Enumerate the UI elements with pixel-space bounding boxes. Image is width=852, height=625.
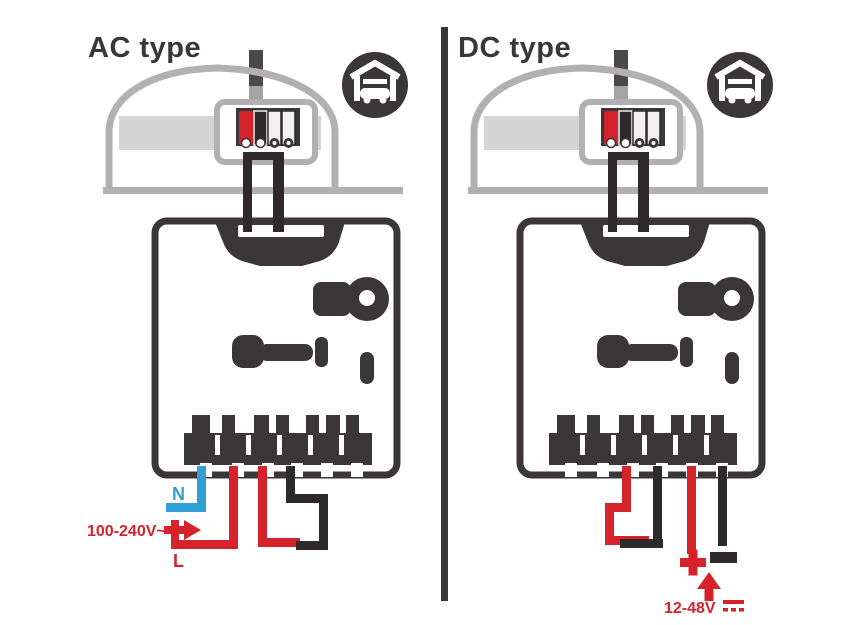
bridge-wire-red [258, 466, 300, 547]
bridge-wire-black [286, 466, 328, 550]
panel-ac: AC type N 100-240V~ L [87, 32, 408, 571]
dc-symbol-icon [723, 600, 744, 612]
panel-ac-title: AC type [88, 32, 201, 64]
dc-bridge-wire-black [620, 466, 663, 548]
line-label: L [173, 551, 184, 571]
dc-positive-wire [687, 466, 696, 554]
panel-divider [441, 27, 448, 601]
neutral-wire [166, 466, 206, 512]
panel-dc: DC type 12-48V [458, 32, 773, 617]
neutral-label: N [172, 484, 185, 504]
dc-negative-wire [718, 466, 727, 546]
negative-terminal-symbol [710, 552, 737, 563]
panel-dc-title: DC type [458, 32, 571, 64]
ac-supply-arrow-icon [164, 520, 201, 540]
dc-voltage-label: 12-48V [664, 600, 716, 617]
ac-voltage-label: 100-240V~ [87, 523, 166, 540]
dc-supply-arrow-icon [697, 572, 721, 601]
positive-terminal-symbol [680, 549, 706, 576]
